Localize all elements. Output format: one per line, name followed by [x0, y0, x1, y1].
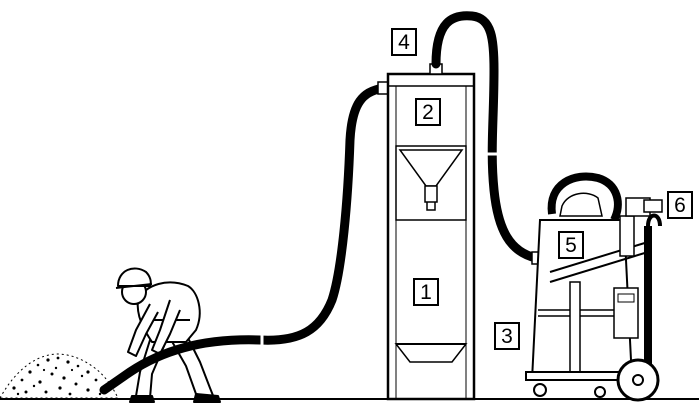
- label-4: 4: [392, 29, 416, 55]
- label-3: 3: [495, 323, 519, 349]
- svg-text:5: 5: [565, 234, 577, 257]
- worker-figure: [116, 268, 220, 402]
- label-1: 1: [414, 279, 438, 305]
- svg-text:2: 2: [422, 101, 434, 124]
- svg-text:3: 3: [501, 325, 513, 348]
- svg-text:4: 4: [398, 31, 410, 54]
- label-6: 6: [668, 192, 692, 218]
- suction-hose: [104, 82, 390, 390]
- label-2: 2: [416, 99, 440, 125]
- label-5: 5: [559, 232, 583, 258]
- vacuum-unit: [526, 177, 662, 401]
- svg-text:1: 1: [420, 281, 432, 304]
- svg-text:6: 6: [674, 194, 686, 217]
